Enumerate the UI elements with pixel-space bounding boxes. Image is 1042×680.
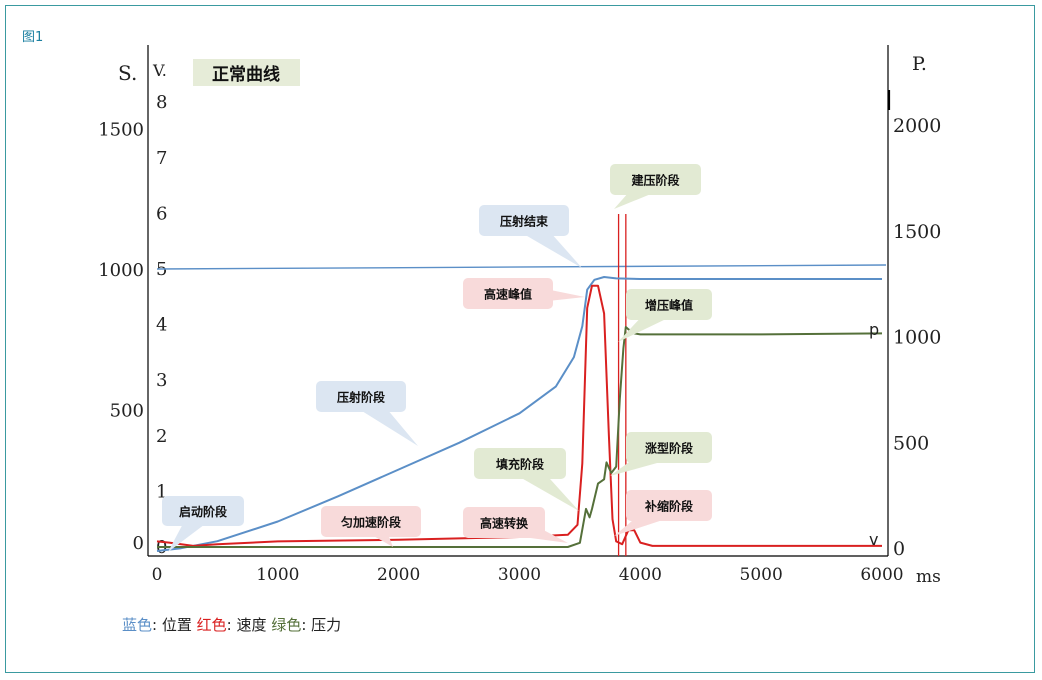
- callout-box: [626, 289, 712, 320]
- callout-box: [321, 506, 421, 537]
- callout-box: [626, 490, 712, 521]
- legend-meaning: 位置: [161, 616, 192, 634]
- x-tick-label: 0: [152, 565, 163, 585]
- series-line-speed: [156, 284, 882, 547]
- figure-frame: [5, 5, 1035, 673]
- annotation-buso: 补缩阶段: [644, 499, 694, 514]
- series-tag-v: v: [869, 530, 878, 549]
- x-tick-label: 3000: [498, 565, 541, 585]
- legend-meaning: 速度: [236, 616, 267, 634]
- x-tick-label: 2000: [377, 565, 420, 585]
- annotation-tianchong: 填充阶段: [496, 457, 545, 472]
- s-tick-label: 1000: [98, 260, 144, 281]
- callout-box: [162, 496, 244, 526]
- legend-sep: :: [301, 616, 307, 634]
- legend: 蓝色: 位置 红色: 速度 绿色: 压力: [122, 614, 341, 635]
- v-tick-label: 3: [156, 370, 167, 391]
- callout-box: [463, 507, 545, 538]
- legend-sep: :: [226, 616, 232, 634]
- v-tick-label: 1: [156, 481, 167, 502]
- p-tick-label: 1500: [893, 221, 941, 243]
- legend-sep: :: [152, 616, 158, 634]
- legend-item-position: 蓝色: 位置: [122, 614, 192, 635]
- callout-box: [479, 205, 569, 236]
- v-tick-label: 7: [156, 148, 167, 169]
- series-line-position: [156, 276, 882, 552]
- callout-box: [463, 278, 553, 309]
- p-tick-label: 2000: [893, 115, 941, 137]
- x-tick-label: 1000: [256, 565, 299, 585]
- x-axis-label: ms: [916, 567, 941, 587]
- annotation-zengya-fengzhi: 增压峰值: [645, 298, 693, 313]
- legend-color-name: 红色: [196, 616, 227, 634]
- annotation-zhangxing: 涨型阶段: [645, 441, 694, 456]
- annotation-yashe-jieduan: 压射阶段: [337, 390, 386, 405]
- series-tag-p: p: [869, 320, 879, 339]
- callout-box: [316, 381, 406, 412]
- annotation-qidong: 启动阶段: [179, 504, 228, 519]
- s-tick-label: 0: [133, 533, 144, 554]
- callout-box: [610, 164, 701, 195]
- legend-meaning: 压力: [311, 616, 342, 634]
- chart-title: 正常曲线: [212, 64, 280, 85]
- s-axis-label: S.: [118, 61, 137, 85]
- s-tick-label: 1500: [98, 120, 144, 141]
- callout-box: [474, 448, 566, 479]
- v-tick-label: 4: [156, 315, 167, 336]
- legend-color-name: 绿色: [271, 616, 302, 634]
- p-tick-label: 1000: [893, 327, 941, 349]
- v-tick-label: 6: [156, 203, 167, 224]
- figure-label: 图1: [22, 30, 44, 45]
- legend-item-pressure: 绿色: 压力: [271, 614, 341, 635]
- legend-item-speed: 红色: 速度: [197, 614, 267, 635]
- p-tick-label: 500: [893, 432, 929, 454]
- reference-line: [156, 264, 887, 270]
- title-bg: [193, 59, 300, 86]
- legend-color-name: 蓝色: [122, 616, 153, 634]
- v-tick-label: 8: [156, 92, 167, 113]
- p-axis-label: P.: [912, 53, 927, 75]
- annotation-jianya: 建压阶段: [630, 173, 680, 188]
- p-tick-label: 0: [893, 538, 905, 560]
- callout-box: [626, 432, 712, 463]
- v-axis-label: V.: [152, 61, 167, 80]
- x-tick-label: 6000: [860, 565, 903, 585]
- s-tick-label: 500: [110, 401, 144, 422]
- annotation-yashe-jieshu: 压射结束: [500, 214, 549, 229]
- x-tick-label: 4000: [619, 565, 662, 585]
- annotation-gaosu-zhuanhuan: 高速转换: [480, 516, 529, 531]
- annotation-gaosu-fengzhi: 高速峰值: [484, 287, 532, 302]
- x-tick-label: 5000: [740, 565, 783, 585]
- v-tick-label: 2: [156, 426, 167, 447]
- annotation-yunjiasu: 匀加速阶段: [341, 515, 402, 530]
